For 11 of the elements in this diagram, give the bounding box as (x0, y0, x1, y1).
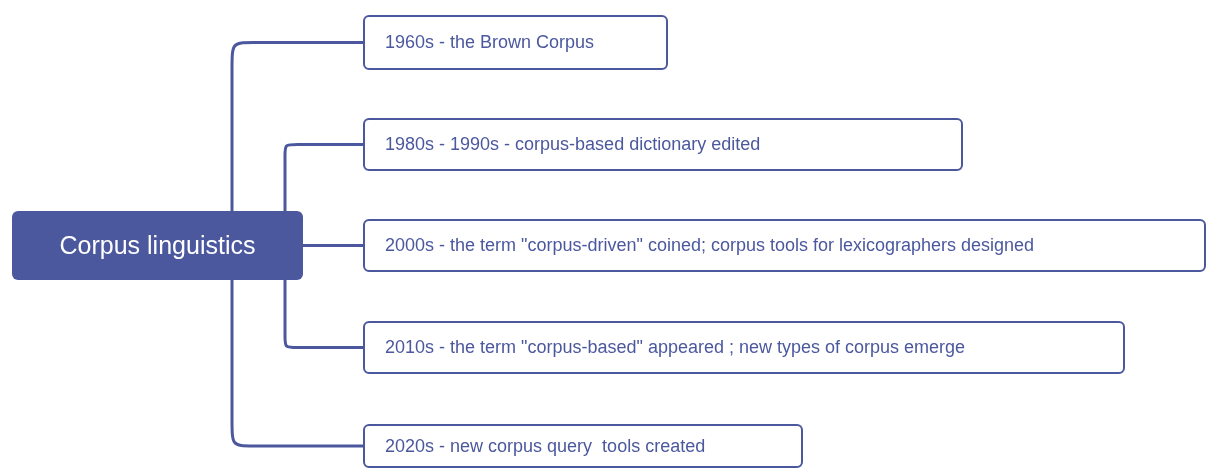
connector-line (283, 143, 365, 213)
topic-box: 2000s - the term "corpus-driven" coined; corpus tools for lexicographers designed (363, 219, 1206, 272)
connector-line (283, 278, 365, 349)
topic-box: 1980s - 1990s - corpus-based dictionary edited (363, 118, 963, 171)
topic-box: 1960s - the Brown Corpus (363, 15, 668, 70)
central-topic-box: Corpus linguistics (12, 211, 303, 280)
connector-line (230, 41, 365, 213)
connector-line (303, 244, 363, 247)
topic-box: 2020s - new corpus query tools created (363, 424, 803, 468)
connector-line (230, 278, 365, 448)
topic-box: 2010s - the term "corpus-based" appeared ; new types of corpus emerge (363, 321, 1125, 374)
